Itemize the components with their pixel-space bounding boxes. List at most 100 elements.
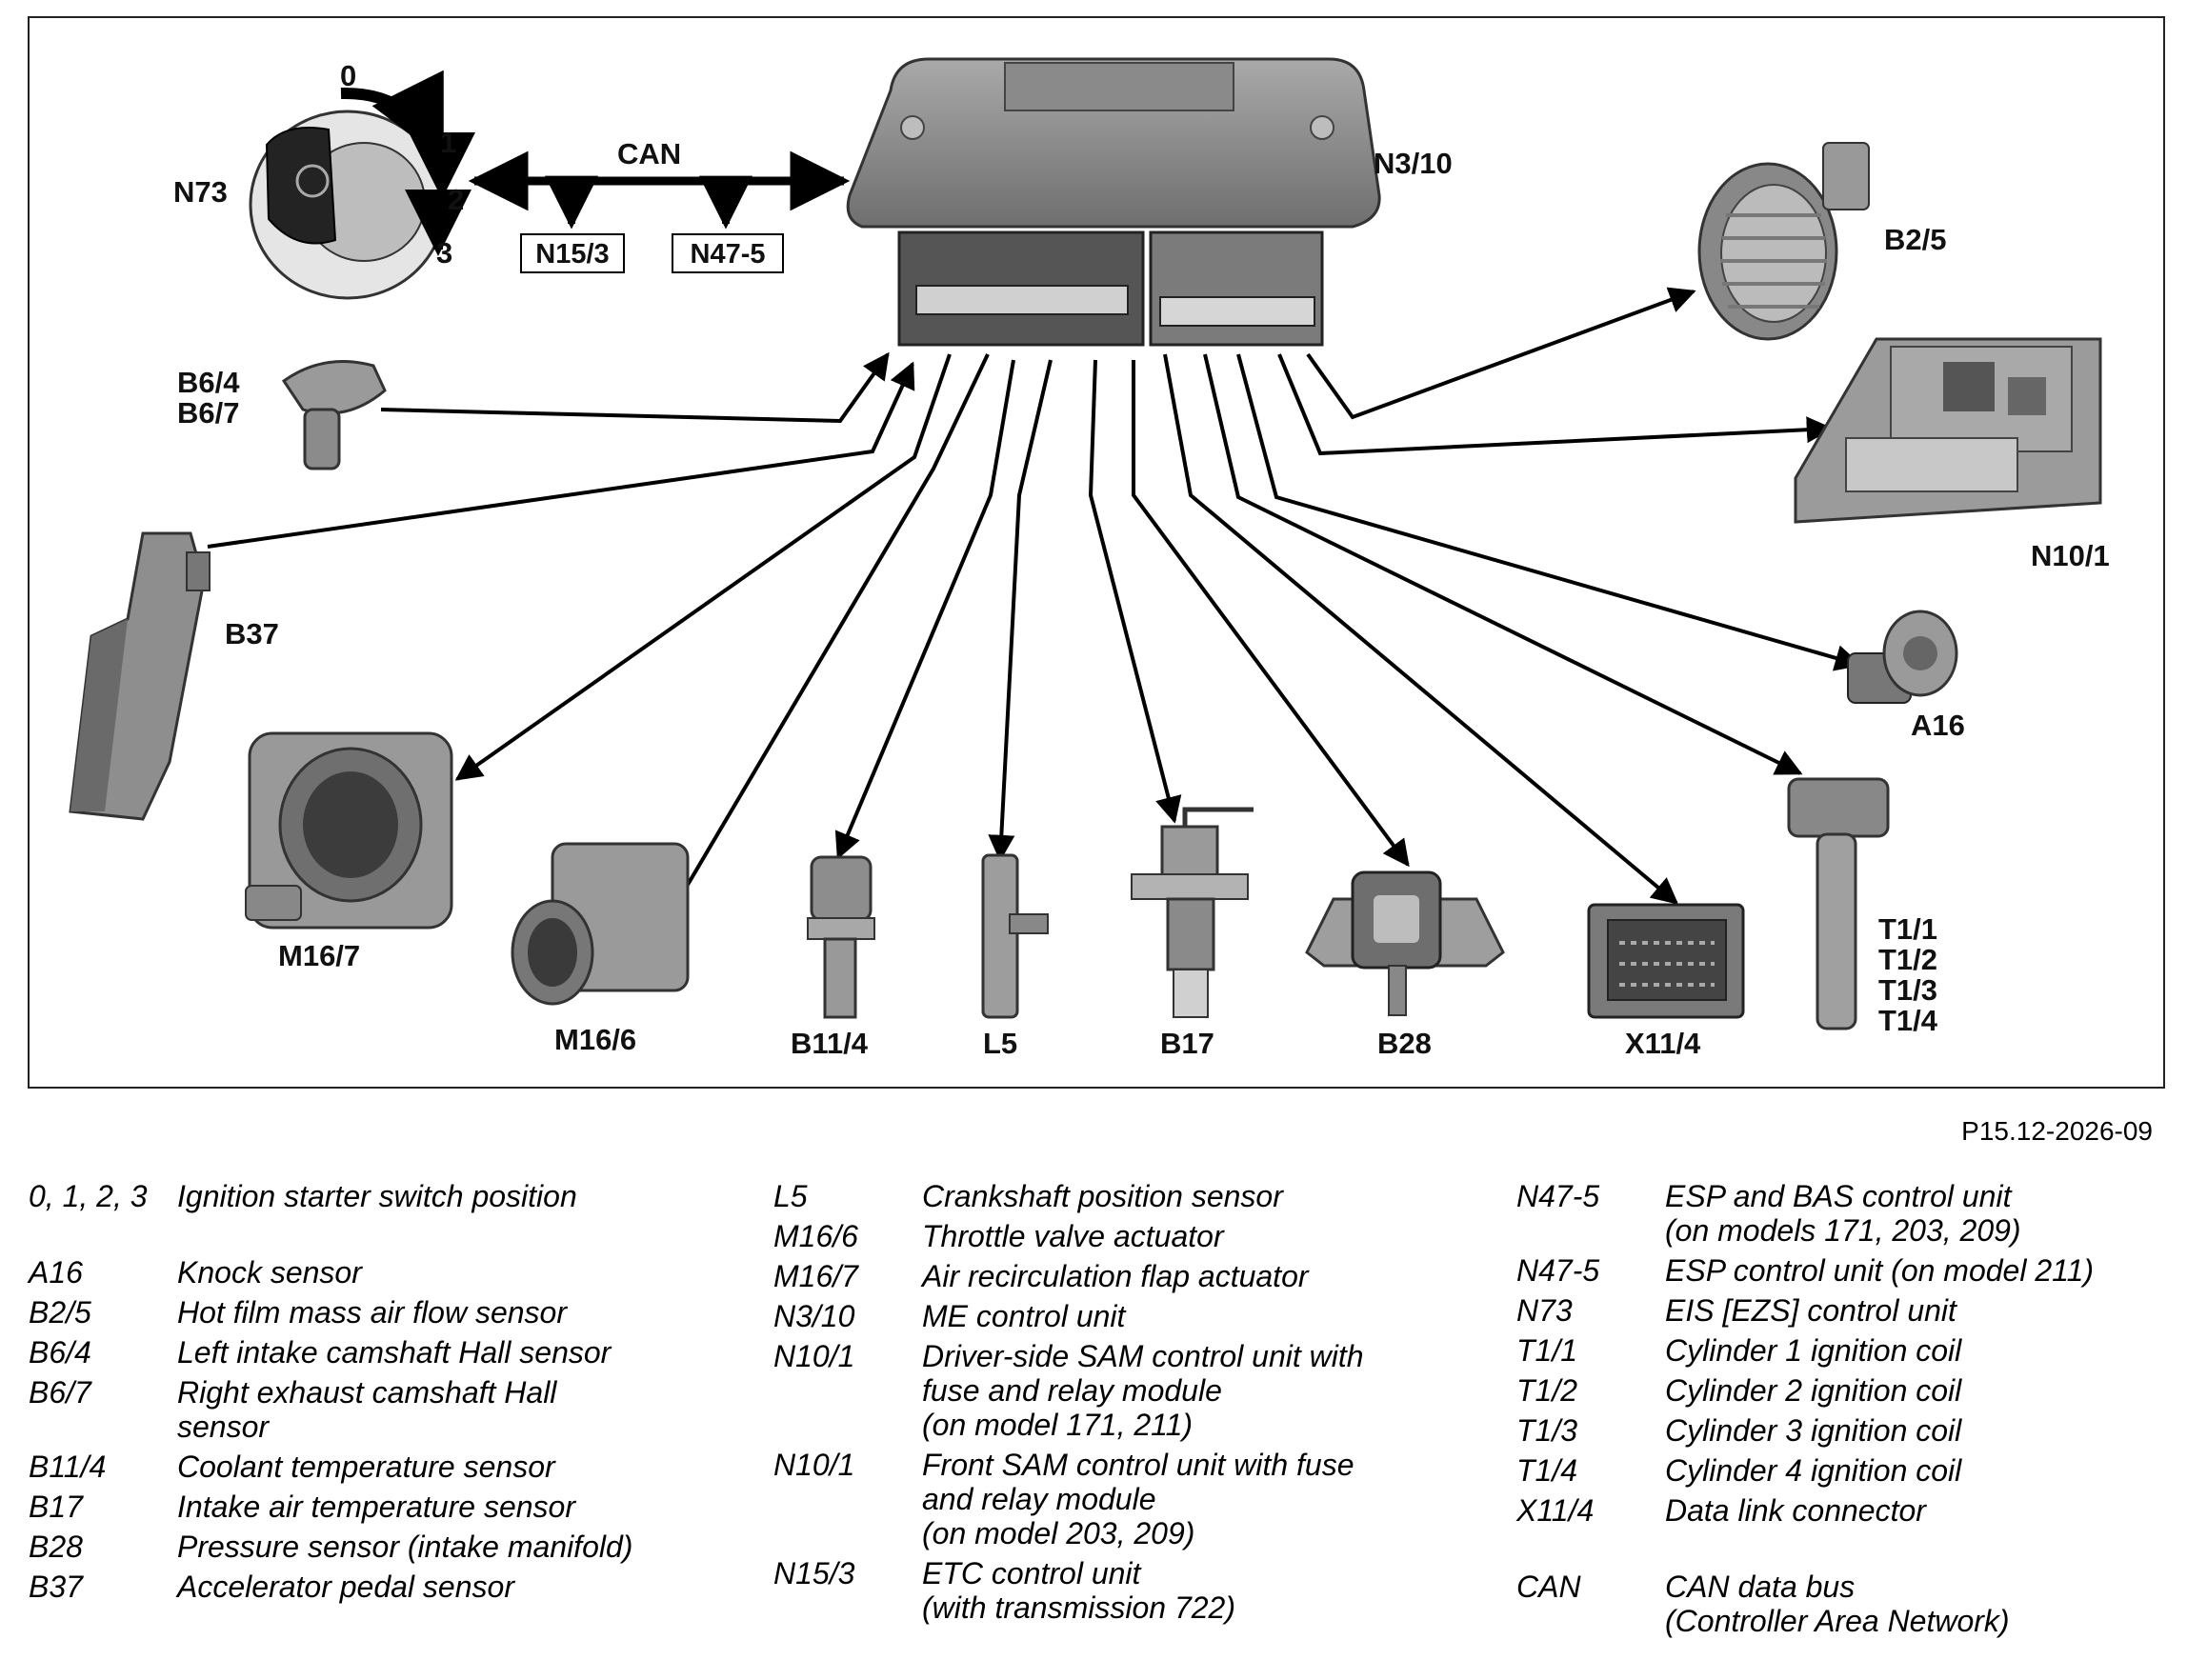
legend-code: CAN	[1516, 1570, 1581, 1604]
sam-module	[1794, 337, 2102, 524]
ignition-position-3: 3	[436, 236, 452, 270]
ignition-coil	[1787, 777, 1890, 1030]
can-target-1: N15/3	[535, 239, 609, 270]
label-m167: M16/7	[278, 939, 360, 972]
label-t12: T1/2	[1878, 943, 1937, 976]
legend-description: CAN data bus (Controller Area Network)	[1665, 1570, 2010, 1638]
legend-code: T1/3	[1516, 1413, 1578, 1448]
legend-description: Driver-side SAM control unit with fuse a…	[922, 1339, 1364, 1442]
legend-description: Cylinder 1 ignition coil	[1665, 1333, 1962, 1368]
legend-description: Crankshaft position sensor	[922, 1179, 1283, 1213]
connection-lines	[207, 287, 1862, 955]
data-link-connector	[1587, 903, 1745, 1019]
ecu-label: N3/10	[1374, 147, 1453, 180]
crankshaft-sensor	[981, 853, 1049, 1019]
ignition-position-1: 1	[440, 126, 456, 159]
legend-code: M16/7	[773, 1259, 858, 1293]
ecu-unit	[846, 57, 1381, 347]
label-b67: B6/7	[177, 396, 239, 430]
legend-code: N47-5	[1516, 1179, 1600, 1213]
label-n101: N10/1	[2031, 539, 2110, 572]
accelerator-pedal	[69, 531, 211, 821]
can-target-2: N47-5	[691, 239, 766, 270]
legend-item: CAN CAN data bus (Controller Area Network…	[1516, 1570, 2174, 1638]
legend-item: B28 Pressure sensor (intake manifold)	[29, 1530, 714, 1564]
ignition-label: N73	[173, 175, 228, 209]
maf-sensor	[1697, 142, 1870, 341]
label-t14: T1/4	[1878, 1004, 1938, 1037]
legend-code: B28	[29, 1530, 83, 1564]
legend-description: ESP and BAS control unit (on models 171,…	[1665, 1179, 2021, 1248]
legend-item: A16 Knock sensor	[29, 1255, 714, 1290]
legend-code: 0, 1, 2, 3	[29, 1179, 148, 1213]
label-t13: T1/3	[1878, 973, 1937, 1007]
legend-code: A16	[29, 1255, 83, 1290]
legend-description: ME control unit	[922, 1299, 1126, 1333]
legend-code: B37	[29, 1570, 83, 1604]
legend-code: L5	[773, 1179, 808, 1213]
legend-description: Air recirculation flap actuator	[922, 1259, 1309, 1293]
legend-description: Cylinder 3 ignition coil	[1665, 1413, 1962, 1448]
legend-description: Right exhaust camshaft Hall sensor	[177, 1375, 557, 1444]
label-b25: B2/5	[1884, 223, 1946, 256]
legend-code: B2/5	[29, 1295, 91, 1330]
label-b37: B37	[225, 617, 279, 650]
legend-item: B6/7 Right exhaust camshaft Hall sensor	[29, 1375, 714, 1444]
legend-description: EIS [EZS] control unit	[1665, 1293, 1956, 1328]
legend-description: ESP control unit (on model 211)	[1665, 1253, 2095, 1288]
legend-code: T1/1	[1516, 1333, 1578, 1368]
legend-code: B6/4	[29, 1335, 91, 1370]
legend-item: L5 Crankshaft position sensor	[773, 1179, 1459, 1213]
ignition-position-2: 2	[448, 183, 464, 216]
legend-code: B6/7	[29, 1375, 91, 1410]
legend-code: B17	[29, 1490, 83, 1524]
legend-code: N73	[1516, 1293, 1573, 1328]
legend-item: B17 Intake air temperature sensor	[29, 1490, 714, 1524]
knock-sensor	[1847, 610, 1958, 704]
label-t11: T1/1	[1878, 912, 1937, 946]
legend-item: X11/4 Data link connector	[1516, 1493, 2174, 1528]
wiring-diagram: N3/10 N73 0 1 2 3 CAN N15/3 N47-5	[28, 16, 2165, 1089]
legend-item: N73 EIS [EZS] control unit	[1516, 1293, 2174, 1328]
legend-description: Cylinder 2 ignition coil	[1665, 1373, 1962, 1408]
legend-column-3: N47-5 ESP and BAS control unit (on models…	[1516, 1179, 2174, 1644]
legend-description: Front SAM control unit with fuse and rel…	[922, 1448, 1354, 1550]
legend-item: T1/3 Cylinder 3 ignition coil	[1516, 1413, 2174, 1448]
legend-item: M16/7 Air recirculation flap actuator	[773, 1259, 1459, 1293]
throttle-actuator	[511, 842, 690, 1006]
legend-code: M16/6	[773, 1219, 858, 1253]
label-m166: M16/6	[554, 1023, 636, 1056]
legend-code: B11/4	[29, 1450, 107, 1484]
legend-code: X11/4	[1516, 1493, 1595, 1528]
label-a16: A16	[1911, 709, 1965, 742]
label-b28: B28	[1377, 1027, 1432, 1060]
legend-description: Data link connector	[1665, 1493, 1926, 1528]
label-b64: B6/4	[177, 366, 240, 399]
legend-item: N47-5 ESP and BAS control unit (on models…	[1516, 1179, 2174, 1248]
can-bus	[468, 150, 851, 230]
reference-code: P15.12-2026-09	[1961, 1116, 2153, 1146]
legend-code: N15/3	[773, 1556, 855, 1590]
can-label: CAN	[617, 137, 681, 170]
legend-code: N10/1	[773, 1339, 855, 1373]
recirculation-actuator	[245, 731, 453, 930]
legend-description: Pressure sensor (intake manifold)	[177, 1530, 633, 1564]
label-b114: B11/4	[791, 1027, 869, 1060]
diagram-frame	[28, 16, 2165, 1089]
legend-description: Left intake camshaft Hall sensor	[177, 1335, 612, 1370]
legend-item: B6/4 Left intake camshaft Hall sensor	[29, 1335, 714, 1370]
legend-description: Knock sensor	[177, 1255, 362, 1290]
legend-description: Accelerator pedal sensor	[177, 1570, 514, 1604]
legend-description: Intake air temperature sensor	[177, 1490, 575, 1524]
legend-item: N10/1 Driver-side SAM control unit with f…	[773, 1339, 1459, 1442]
can-target-box-2	[672, 233, 784, 273]
